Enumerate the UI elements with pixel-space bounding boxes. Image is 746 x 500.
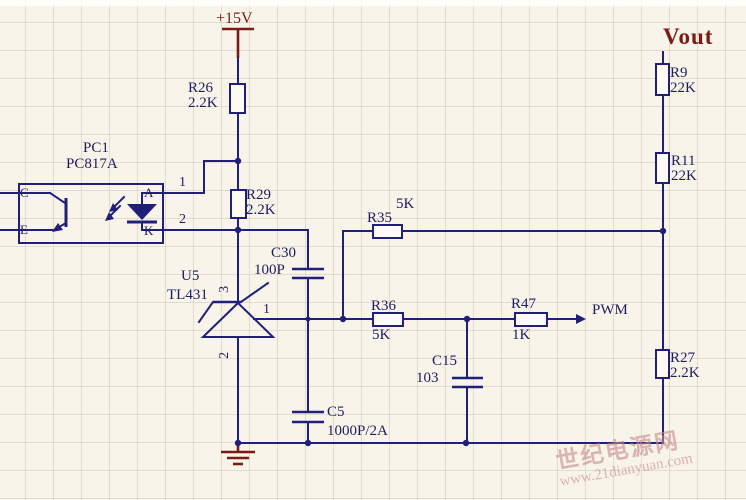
c30-ref: C30 [271, 245, 297, 261]
resistor-r35 [372, 224, 403, 239]
pc1-pin2: 2 [179, 212, 186, 227]
r27-ref: R27 [670, 350, 696, 366]
optocoupler-pc1-symbol [18, 183, 164, 244]
c15-ref: C15 [432, 353, 458, 369]
u5-pin2: 2 [217, 351, 233, 359]
power-rail-15v-symbol [222, 27, 254, 58]
r26-value: 2.2K [188, 95, 218, 111]
capacitor-c5 [292, 410, 324, 424]
capacitor-c30 [292, 267, 324, 280]
r27-value: 2.2K [670, 365, 700, 381]
resistor-r47 [514, 312, 548, 327]
resistor-r11 [655, 152, 670, 184]
resistor-r36 [372, 312, 404, 327]
r47-ref: R47 [511, 296, 537, 312]
c5-value: 1000P/2A [327, 423, 388, 439]
r35-value: 5K [396, 196, 415, 212]
r9-value: 22K [670, 80, 696, 96]
resistor-r29 [230, 189, 247, 219]
pc1-ref: PC1 [83, 140, 109, 156]
r29-ref: R29 [246, 187, 272, 203]
resistor-r26 [229, 83, 246, 114]
led-icon [127, 192, 164, 231]
r9-ref: R9 [670, 65, 688, 81]
u5-ref: U5 [181, 268, 200, 284]
c5-ref: C5 [327, 404, 345, 420]
pwm-arrow-icon [576, 314, 586, 324]
power-label-15v: +15V [216, 10, 253, 27]
r36-value: 5K [372, 327, 391, 343]
vout-label: Vout [663, 24, 714, 49]
capacitor-c15 [452, 376, 483, 389]
r11-ref: R11 [671, 153, 696, 169]
r26-ref: R26 [188, 80, 214, 96]
pc1-pin1: 1 [179, 175, 186, 190]
pc1-part: PC817A [66, 156, 118, 172]
c15-value: 103 [416, 370, 439, 386]
page-edge [0, 0, 746, 6]
r29-value: 2.2K [246, 202, 276, 218]
wires [0, 51, 664, 444]
light-arrows-icon [105, 195, 126, 221]
c30-value: 100P [254, 262, 285, 278]
pc1-pin-c: C [20, 185, 29, 200]
r11-value: 22K [671, 168, 697, 184]
pwm-label: PWM [592, 302, 628, 318]
r36-ref: R36 [371, 298, 397, 314]
u5-pin1: 1 [263, 302, 270, 317]
r35-ref: R35 [367, 210, 393, 226]
r47-value: 1K [512, 327, 531, 343]
pc1-pin-e: E [20, 222, 28, 237]
u5-pin3: 3 [217, 285, 233, 293]
tl431-u5-symbol [197, 281, 276, 338]
pc1-pin-k: K [144, 223, 154, 238]
junction-dots [234, 157, 667, 447]
resistor-r27 [655, 349, 670, 379]
resistor-r9 [655, 63, 670, 96]
u5-part: TL431 [167, 287, 208, 303]
pc1-pin-a: A [144, 185, 154, 200]
